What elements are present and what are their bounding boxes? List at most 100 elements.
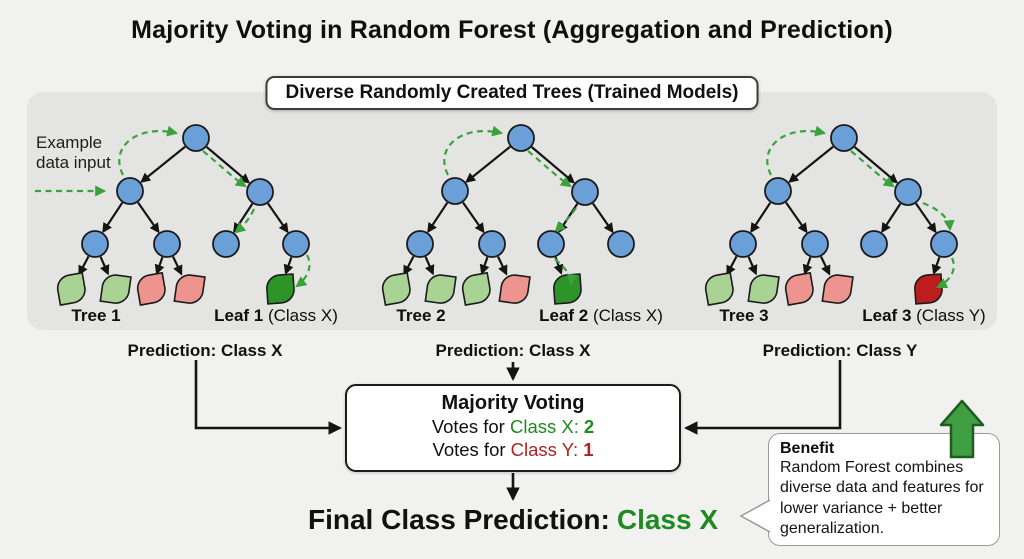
tree-edge-arrow <box>154 256 165 275</box>
tree-edge-arrow <box>424 256 435 276</box>
final-prediction-value: Class X <box>616 504 719 535</box>
tree-edge-arrow <box>479 256 490 275</box>
tree-edge-arrow <box>403 255 415 276</box>
tree-edge-arrow <box>788 145 834 183</box>
tree-caption: Tree 3 <box>719 306 768 325</box>
voting-box-title: Majority Voting <box>441 392 585 414</box>
votes-y-count: 1 <box>583 439 594 460</box>
leaf-node-dark-green <box>266 273 295 305</box>
tree-2-figure: Tree 2 Leaf 2 (Class X) <box>381 124 663 325</box>
decision-path-dashed-arrow <box>527 150 572 188</box>
tree-edge-arrow <box>205 146 251 184</box>
leaf-node-light-green <box>381 271 411 306</box>
decision-node <box>153 230 181 258</box>
leaf-node-light-green <box>99 274 132 304</box>
arrow-tree1-to-voting <box>194 360 343 435</box>
tree-edge-arrow <box>172 256 183 276</box>
decision-path-dashed-arrow <box>554 258 578 286</box>
tree-edge-arrow <box>102 202 124 234</box>
tree-edge-arrow <box>931 256 942 275</box>
decision-node <box>81 230 109 258</box>
decision-path-dashed-arrow <box>202 150 247 188</box>
tree-2-prediction: Prediction: Class X <box>435 341 591 360</box>
example-input-label: data input <box>36 153 111 172</box>
tree-edge-arrow <box>465 145 511 183</box>
benefit-callout-tail <box>739 499 771 533</box>
leaf-node-light-green <box>56 271 86 306</box>
final-prediction-prefix: Final Class Prediction: <box>307 504 610 535</box>
votes-class-x-line: Votes for Class X:2 <box>347 416 679 438</box>
decision-node <box>764 177 792 205</box>
leaf-caption: Leaf 2 (Class X) <box>539 306 663 325</box>
tree-edge-arrow <box>750 202 772 234</box>
votes-x-prefix: Votes for <box>431 416 510 437</box>
tree-edge-arrow <box>853 146 899 184</box>
votes-y-prefix: Votes for <box>432 439 511 460</box>
decision-path-dashed-arrow <box>554 207 577 233</box>
final-prediction-line: Final Class Prediction:Class X <box>308 504 718 536</box>
trees-panel-header: Diverse Randomly Created Trees (Trained … <box>265 76 759 110</box>
decision-path-dashed-arrow <box>850 150 895 188</box>
decision-node <box>182 124 210 152</box>
leaf-node-light-green <box>747 274 780 304</box>
tree-3-prediction: Prediction: Class Y <box>762 341 918 360</box>
example-input-label: Example <box>36 133 102 152</box>
decision-node <box>406 230 434 258</box>
benefit-body: Random Forest combines diverse data and … <box>780 459 984 537</box>
decision-path-dashed-arrow <box>295 254 311 288</box>
decision-node <box>246 178 274 206</box>
decision-node <box>507 124 535 152</box>
tree-edge-arrow <box>427 202 449 234</box>
tree-edge-arrow <box>462 201 485 234</box>
up-arrow-icon <box>939 399 985 459</box>
decision-node <box>607 230 635 258</box>
leaf-node-pink <box>498 274 531 304</box>
tree-edge-arrow <box>820 256 831 276</box>
leaf-node-pink <box>136 271 166 306</box>
decision-node <box>116 177 144 205</box>
benefit-title: Benefit <box>780 440 835 457</box>
decision-node <box>212 230 240 258</box>
tree-edge-arrow <box>78 255 90 276</box>
leaf-node-light-green <box>704 271 734 306</box>
decision-node <box>478 230 506 258</box>
majority-voting-box: Majority Voting Votes for Class X:2 Vote… <box>345 384 681 472</box>
decision-node <box>830 124 858 152</box>
leaf-node-pink <box>821 274 854 304</box>
decision-node <box>894 178 922 206</box>
tree-caption: Tree 2 <box>396 306 445 325</box>
tree-edge-arrow <box>140 145 186 183</box>
decision-node <box>860 230 888 258</box>
tree-edge-arrow <box>283 256 294 275</box>
tree-edge-arrow <box>267 202 289 234</box>
leaf-node-pink <box>784 271 814 306</box>
tree-edge-arrow <box>530 146 576 184</box>
decision-node <box>571 178 599 206</box>
decision-path-dashed-arrow <box>936 257 955 288</box>
decision-path-dashed-arrow <box>766 125 827 176</box>
tree-edge-arrow <box>747 256 758 276</box>
leaf-node-light-green <box>424 274 457 304</box>
votes-class-y-line: Votes for Class Y:1 <box>347 439 679 461</box>
leaf-node-dark-green <box>553 273 582 305</box>
decision-path-dashed-arrow <box>118 125 179 176</box>
decision-node <box>930 230 958 258</box>
tree-caption: Tree 1 <box>71 306 120 325</box>
decision-path-dashed-arrow <box>443 125 504 176</box>
leaf-caption: Leaf 1 (Class X) <box>214 306 338 325</box>
tree-edge-arrow <box>233 203 254 234</box>
tree-edge-arrow <box>881 203 902 234</box>
tree-edge-arrow <box>99 256 110 276</box>
decision-path-dashed-arrow <box>922 201 955 232</box>
tree-edge-arrow <box>592 202 614 234</box>
decision-path-dashed-arrow <box>234 208 256 234</box>
tree-edge-arrow <box>802 256 813 275</box>
arrow-tree3-to-voting <box>683 360 842 435</box>
leaf-node-light-green <box>461 271 491 306</box>
leaf-node-pink <box>173 274 206 304</box>
tree-edge-arrow <box>915 202 937 234</box>
tree-edge-arrow <box>785 201 808 234</box>
decision-node <box>801 230 829 258</box>
votes-y-class: Class Y: <box>510 439 579 460</box>
